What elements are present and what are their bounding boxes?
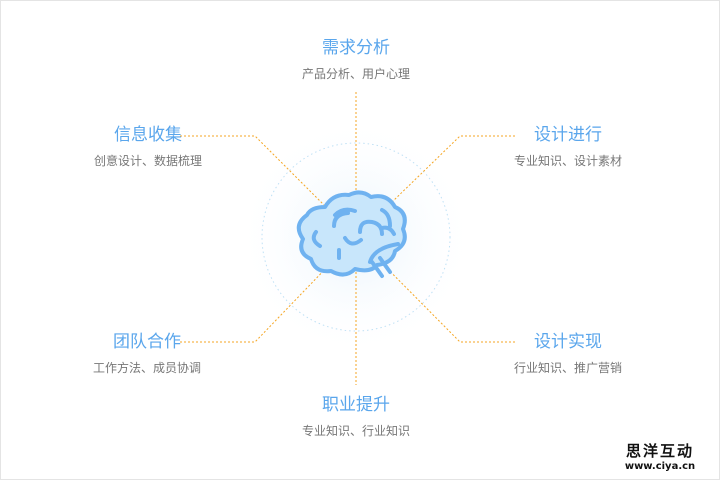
node-information-gathering: 信息收集创意设计、数据梳理 (48, 124, 248, 170)
node-design-progress: 设计进行专业知识、设计素材 (468, 124, 668, 170)
node-title: 设计实现 (534, 332, 602, 352)
node-requirement-analysis: 需求分析产品分析、用户心理 (256, 37, 456, 83)
node-title: 设计进行 (534, 125, 602, 145)
watermark-name: 思洋互动 (625, 442, 694, 460)
node-subtitle: 行业知识、推广营销 (513, 361, 622, 375)
node-subtitle: 创意设计、数据梳理 (93, 154, 202, 168)
node-title: 职业提升 (322, 395, 390, 415)
node-teamwork: 团队合作工作方法、成员协调 (47, 331, 247, 377)
node-subtitle: 专业知识、设计素材 (513, 154, 622, 168)
node-subtitle: 产品分析、用户心理 (301, 67, 410, 81)
node-subtitle: 专业知识、行业知识 (301, 424, 410, 438)
connector-top-left (180, 135, 357, 238)
dotted-circle (261, 142, 451, 332)
node-title: 信息收集 (114, 125, 182, 145)
watermark-url: www.ciya.cn (624, 461, 696, 472)
brain-icon (296, 190, 407, 278)
node-career-growth: 职业提升专业知识、行业知识 (256, 394, 456, 440)
node-design-implementation: 设计实现行业知识、推广营销 (468, 331, 668, 377)
node-title: 需求分析 (322, 38, 390, 58)
node-subtitle: 工作方法、成员协调 (92, 361, 201, 375)
node-title: 团队合作 (113, 332, 181, 352)
